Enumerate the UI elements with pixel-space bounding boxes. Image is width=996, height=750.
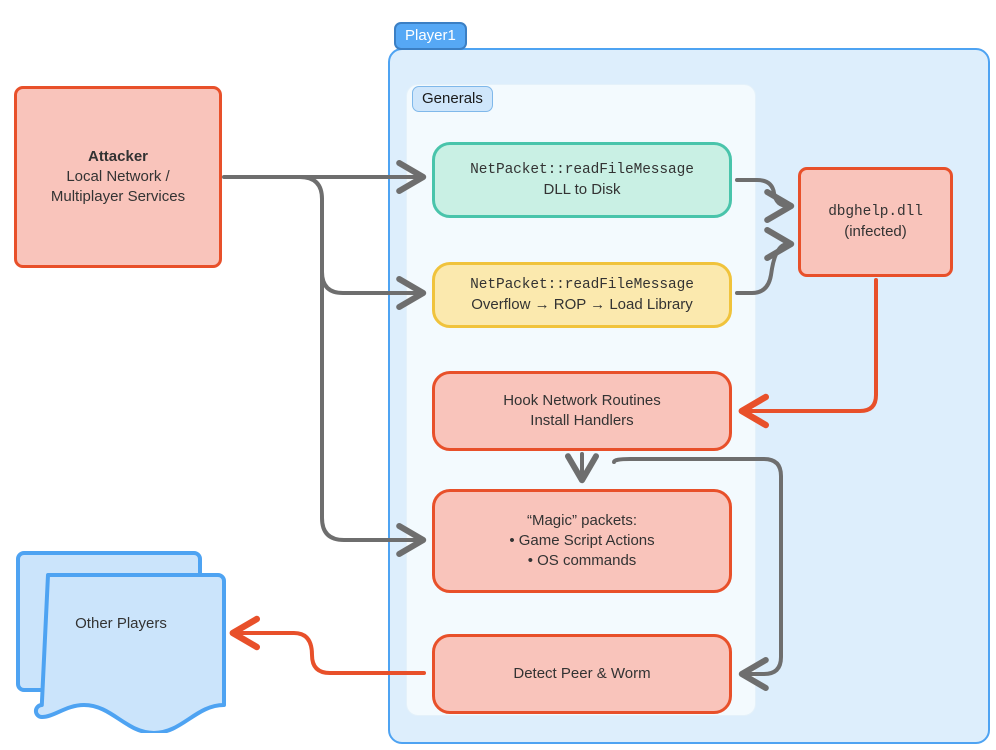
magic-packets-line-3: • OS commands [527,551,637,569]
dbghelp-line-2: (infected) [844,222,907,240]
edge-readfile-dll-to-dbghelp [735,178,795,223]
node-readfilemessage-dll-to-disk[interactable]: NetPacket::readFileMessage DLL to Disk [432,142,732,218]
hook-line-2: Install Handlers [530,412,634,429]
detect-peer-label: Detect Peer & Worm [513,665,651,683]
node-attacker[interactable]: Attacker Local Network / Multiplayer Ser… [14,86,222,268]
node-other-players[interactable]: Other Players [12,543,230,735]
edge-hook-to-detect-peer [612,457,783,691]
node-dbghelp-dll[interactable]: dbghelp.dll (infected) [798,167,953,277]
node-magic-packets[interactable]: “Magic” packets: • Game Script Actions •… [432,489,732,593]
attacker-title: Attacker [87,148,149,166]
edge-attacker-to-overflow [298,175,427,310]
hook-line-1: Hook Network Routines [503,392,661,410]
node-detect-peer-and-worm[interactable]: Detect Peer & Worm [432,634,732,714]
node-readfilemessage-overflow[interactable]: NetPacket::readFileMessage Overflow → RO… [432,262,732,328]
magic-packets-line-2: • Game Script Actions [509,532,655,550]
edge-attacker-to-magic-packets [320,197,427,557]
attacker-line-3: Multiplayer Services [50,187,186,205]
magic-packets-line-1: “Magic” packets: [526,512,638,530]
generals-label: Generals [412,86,493,113]
stacked-document-icon [16,551,226,735]
readfilemessage-dll-line-2: DLL to Disk [543,180,621,198]
dbghelp-line-1: dbghelp.dll [828,203,923,220]
player1-label: Player1 [394,22,467,51]
edge-detect-peer-to-other-players [229,615,426,675]
readfilemessage-overflow-line-1: NetPacket::readFileMessage [470,276,694,293]
edge-dbghelp-to-hook [738,278,878,429]
attacker-line-2: Local Network / [66,168,170,186]
readfilemessage-dll-line-1: NetPacket::readFileMessage [470,161,694,178]
edge-overflow-to-dbghelp [735,227,795,295]
readfilemessage-overflow-line-2: Overflow → ROP → Load Library [471,295,693,313]
node-hook-network-routines[interactable]: Hook Network Routines Install Handlers [432,371,732,451]
